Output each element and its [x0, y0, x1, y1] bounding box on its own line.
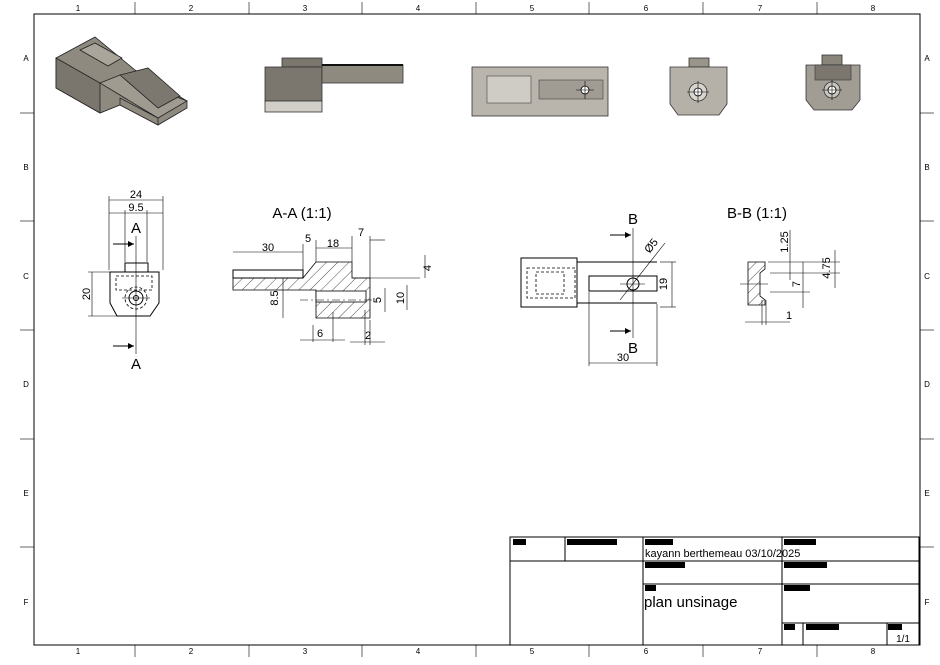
dim-5b: 5 — [372, 297, 384, 303]
dim-20: 20 — [81, 288, 93, 300]
zone-col: 6 — [644, 647, 649, 656]
dim-30: 30 — [617, 352, 629, 364]
zone-col: 8 — [871, 4, 876, 13]
section-mark-b-bottom: B — [628, 340, 638, 357]
dim-7: 7 — [791, 281, 803, 287]
zone-col: 8 — [871, 647, 876, 656]
zone-col: 1 — [76, 647, 81, 656]
isometric-view — [55, 36, 188, 126]
zone-col: 1 — [76, 4, 81, 13]
sheet-number: 1/1 — [896, 634, 910, 645]
section-aa-view: A-A (1:1) 30 5 18 7 4 8.5 5 10 6 2 — [232, 205, 434, 345]
dim-1-25: 1.25 — [779, 231, 791, 252]
zone-labels-bottom: 1 2 3 4 5 6 7 8 — [76, 647, 876, 656]
dim-10: 10 — [395, 292, 407, 304]
zone-col: 5 — [530, 4, 535, 13]
dim-6: 6 — [317, 328, 323, 340]
title-block: kayann berthemeau 03/10/2025 plan unsina… — [509, 536, 920, 646]
zone-col: 3 — [303, 4, 308, 13]
zone-row: C — [23, 272, 29, 281]
dim-9-5: 9.5 — [128, 202, 143, 214]
dim-18: 18 — [327, 238, 339, 250]
zone-col: 5 — [530, 647, 535, 656]
back-shaded-view — [805, 54, 861, 111]
top-shaded-view — [471, 66, 609, 117]
zone-row: A — [924, 54, 930, 63]
zone-col: 3 — [303, 647, 308, 656]
zone-row: E — [924, 489, 929, 498]
dim-5: 5 — [305, 233, 311, 245]
section-mark-a-top: A — [131, 220, 141, 237]
zone-col: 7 — [758, 647, 763, 656]
zone-col: 4 — [416, 4, 421, 13]
dim-1: 1 — [786, 310, 792, 322]
dim-19: 19 — [658, 278, 670, 290]
dim-7: 7 — [358, 227, 364, 239]
top-view: B B Ø5 19 30 — [520, 211, 676, 366]
zone-col: 4 — [416, 647, 421, 656]
author-date: kayann berthemeau 03/10/2025 — [645, 548, 800, 560]
zone-row: B — [23, 163, 28, 172]
zone-labels-right: A B C D E F — [924, 54, 930, 607]
section-bb-title: B-B (1:1) — [727, 205, 787, 222]
zone-row: F — [24, 598, 29, 607]
redacted-labels — [513, 539, 902, 630]
front-view: 24 9.5 20 A A — [81, 189, 164, 373]
zone-col: 2 — [189, 4, 194, 13]
zone-labels-left: A B C D E F — [23, 54, 29, 607]
sheet-border — [20, 2, 934, 657]
zone-row: B — [924, 163, 929, 172]
dim-2: 2 — [365, 330, 371, 342]
front-shaded-view — [669, 57, 728, 116]
side-view — [264, 57, 404, 113]
zone-col: 2 — [189, 647, 194, 656]
dim-24: 24 — [130, 189, 142, 201]
zone-col: 6 — [644, 4, 649, 13]
drawing-title: plan unsinage — [644, 594, 737, 611]
dim-30: 30 — [262, 242, 274, 254]
section-mark-a-bottom: A — [131, 356, 141, 373]
zone-row: D — [924, 380, 930, 389]
dim-8-5: 8.5 — [269, 290, 281, 305]
dim-4-75: 4.75 — [821, 257, 833, 278]
zone-row: D — [23, 380, 29, 389]
zone-labels-top: 1 2 3 4 5 6 7 8 — [76, 4, 876, 13]
zone-row: F — [925, 598, 930, 607]
dim-4: 4 — [422, 265, 434, 271]
dim-diameter-5: Ø5 — [642, 237, 660, 256]
zone-row: A — [23, 54, 29, 63]
section-bb-view: B-B (1:1) 1.25 4.75 7 1 — [727, 205, 840, 325]
zone-col: 7 — [758, 4, 763, 13]
zone-row: E — [23, 489, 28, 498]
section-mark-b-top: B — [628, 211, 638, 228]
section-aa-title: A-A (1:1) — [272, 205, 331, 222]
zone-row: C — [924, 272, 930, 281]
